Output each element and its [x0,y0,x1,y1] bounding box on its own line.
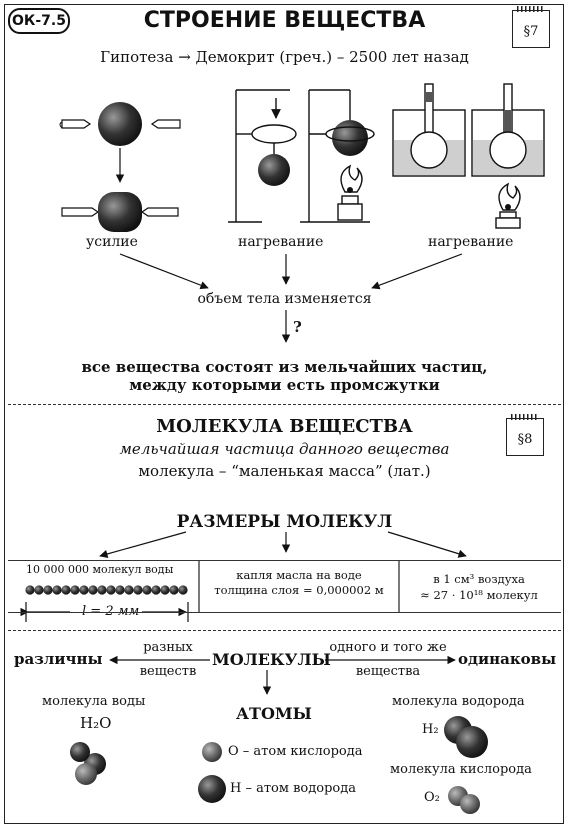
section-badge-7: §7 [512,6,550,48]
volume-changes: объем тела изменяется [197,291,372,307]
oxygen-atom-label: O – атом кислорода [228,744,363,759]
sizes-cell3-line1: в 1 см³ воздуха [433,572,525,586]
label-heating-2: нагревание [428,234,514,250]
page-frame [4,4,564,824]
same-condition-1: одного и того же [329,640,447,655]
oxygen-molecule-label: молекула кислорода [390,762,532,777]
sizes-cell1-length: l = 2 мм [82,604,140,619]
atoms-title: АТОМЫ [236,704,312,723]
label-force: усилие [86,234,138,250]
molecule-definition: мельчайшая частица данного вещества [119,440,450,458]
hydrogen-formula: H₂ [422,722,439,737]
page-title: СТРОЕНИЕ ВЕЩЕСТВА [143,8,426,33]
hydrogen-molecule-icon [444,716,488,758]
dashed-divider-2 [8,630,561,631]
molecules-center: МОЛЕКУЛЫ [212,650,331,669]
different-condition-1: разных [143,640,193,655]
ball-squeeze-icon [59,102,181,232]
sizes-cell1-text: 10 000 000 молекул воды [26,563,174,576]
sizes-cell3-line2: ≈ 27 · 10¹⁸ молекул [420,588,538,602]
molecules-same: одинаковы [458,650,557,668]
sizes-cell2-line1: капля масла на воде [236,568,362,582]
notepad-rings-icon [511,414,539,420]
card-code-badge: ОК-7.5 [8,8,70,34]
oxygen-formula: O₂ [424,790,440,805]
section-number: §8 [517,431,533,447]
question-mark: ? [293,318,302,336]
sizes-cell2-line2: толщина слоя = 0,000002 м [214,583,384,597]
water-formula: H₂O [80,714,112,732]
oxygen-atom-icon [202,742,222,762]
ring-ball-stand-icon [228,89,375,223]
hydrogen-molecule-label: молекула водорода [392,694,525,709]
hydrogen-atom-label: H – атом водорода [230,781,356,796]
water-molecule-label: молекула воды [42,694,146,709]
same-condition-2: вещества [355,664,421,679]
water-molecule-icon [70,742,106,785]
label-heating-1: нагревание [238,234,324,250]
different-condition-2: веществ [139,664,197,679]
dashed-divider [8,404,561,405]
section-badge-8: §8 [506,414,544,456]
hydrogen-atom-icon [198,775,226,803]
sizes-table-top [8,560,561,561]
flask-water-icon [392,83,545,229]
molecules-different: различны [14,650,103,668]
hypothesis-line: Гипотеза → Демокрит (греч.) – 2500 лет н… [100,48,469,66]
section-number: §7 [523,23,539,39]
oxygen-molecule-icon [448,786,480,814]
sizes-table-bottom [8,612,561,613]
conclusion-line-2: между которыми есть промсжутки [129,376,440,394]
conclusion-line-1: все вещества состоят из мельчайших части… [81,358,488,376]
water-molecule-chain-icon [25,585,188,595]
sizes-title: РАЗМЕРЫ МОЛЕКУЛ [176,512,393,532]
molecule-title: МОЛЕКУЛА ВЕЩЕСТВА [156,416,413,437]
molecule-etymology: молекула – “маленькая масса” (лат.) [138,462,431,480]
notepad-rings-icon [517,6,545,12]
